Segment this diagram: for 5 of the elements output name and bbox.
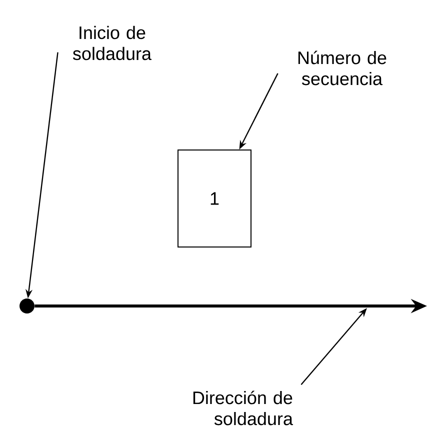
sequence-box: 1 — [178, 150, 252, 248]
callout-text: Número de secuencia — [298, 50, 386, 86]
start-dot — [20, 298, 34, 314]
callout-text: Inicio de soldadura — [72, 26, 152, 60]
callout-text: Dirección de soldadura — [193, 390, 293, 426]
